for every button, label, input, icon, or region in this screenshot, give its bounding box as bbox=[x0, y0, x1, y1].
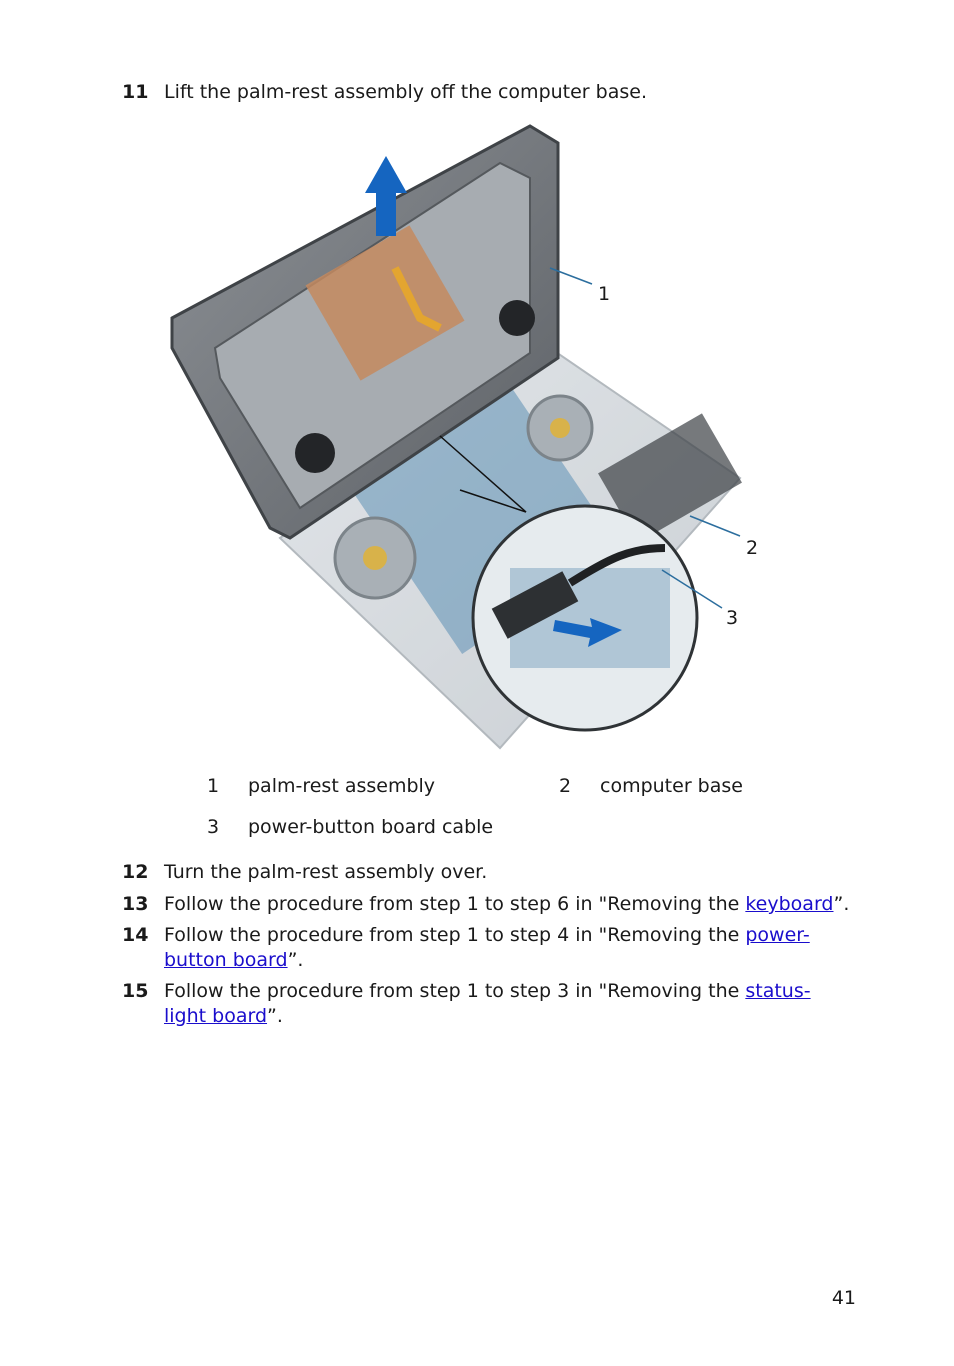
step-number: 13 bbox=[122, 893, 149, 915]
legend-label-1: palm-rest assembly bbox=[248, 775, 436, 797]
pull-arrow-icon bbox=[553, 618, 622, 647]
step-text: Turn the palm-rest assembly over. bbox=[164, 861, 488, 883]
callout-3-label: 3 bbox=[726, 607, 738, 629]
step-number: 12 bbox=[122, 861, 149, 883]
step-15: 15 Follow the procedure from step 1 to s… bbox=[122, 979, 852, 1029]
battery bbox=[598, 413, 742, 543]
step-text: Lift the palm-rest assembly off the comp… bbox=[164, 81, 647, 103]
touchpad-bracket bbox=[305, 225, 465, 381]
legend-number-2: 2 bbox=[559, 775, 572, 797]
step-number: 14 bbox=[122, 924, 149, 946]
legend-label-3: power-button board cable bbox=[248, 816, 494, 838]
legend-label-2: computer base bbox=[600, 775, 743, 797]
step-11: 11 Lift the palm-rest assembly off the c… bbox=[122, 80, 852, 105]
step-text: Follow the procedure from step 1 to step… bbox=[164, 924, 810, 971]
power-button-board-connector bbox=[491, 571, 579, 639]
step-text: Follow the procedure from step 1 to step… bbox=[164, 980, 811, 1027]
step-13: 13 Follow the procedure from step 1 to s… bbox=[122, 892, 852, 917]
legend-number-1: 1 bbox=[207, 775, 220, 797]
step-number: 15 bbox=[122, 980, 149, 1002]
power-button-board-link[interactable]: power-button board bbox=[164, 924, 810, 971]
speaker-icon bbox=[295, 433, 335, 473]
callout-2-label: 2 bbox=[746, 537, 758, 559]
keyboard-link[interactable]: keyboard bbox=[745, 893, 834, 915]
step-12: 12 Turn the palm-rest assembly over. bbox=[122, 860, 852, 885]
callout-1-label: 1 bbox=[598, 283, 610, 305]
status-light-board-link[interactable]: status-light board bbox=[164, 980, 811, 1027]
palm-rest-removal-illustration: 1 2 3 bbox=[170, 124, 758, 750]
legend-number-3: 3 bbox=[207, 816, 220, 838]
step-number: 11 bbox=[122, 81, 149, 103]
step-text: Follow the procedure from step 1 to step… bbox=[164, 893, 850, 915]
step-14: 14 Follow the procedure from step 1 to s… bbox=[122, 923, 852, 973]
lift-up-arrow-icon bbox=[365, 156, 407, 236]
page-number: 41 bbox=[831, 1287, 856, 1309]
